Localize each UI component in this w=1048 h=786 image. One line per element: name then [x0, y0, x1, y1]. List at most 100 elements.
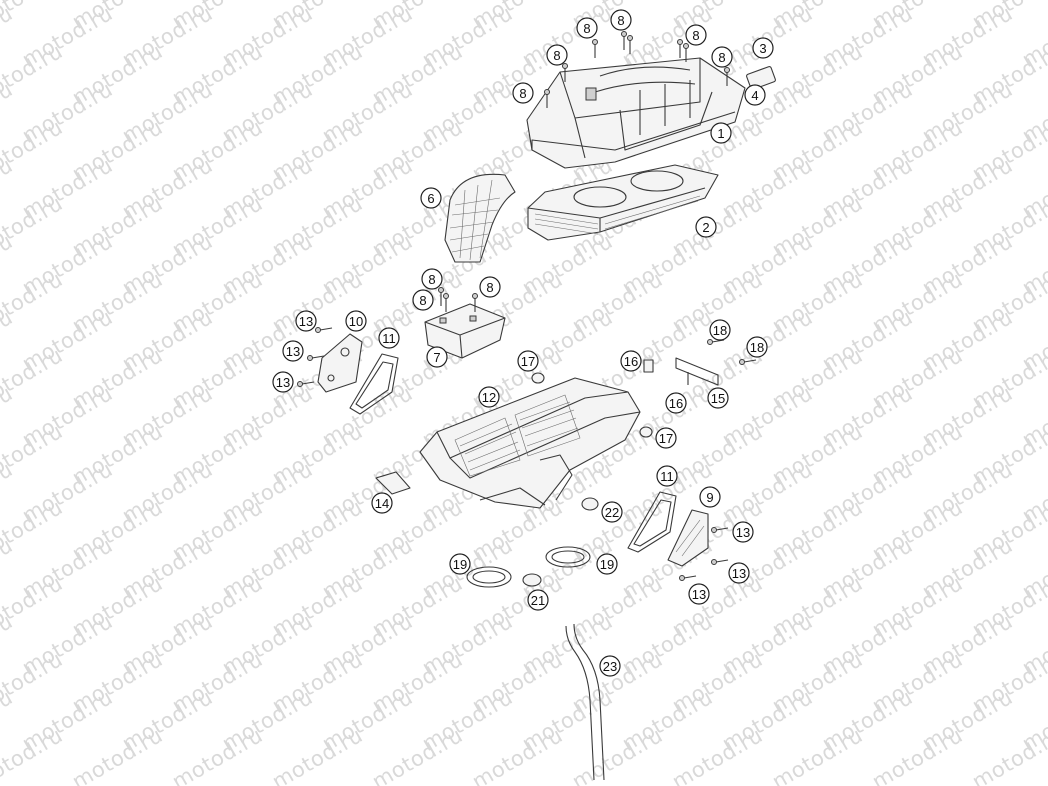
- gasket-plate-part-11b: [627, 491, 677, 553]
- callout-label: 22: [605, 505, 619, 520]
- callout-label: 4: [751, 88, 758, 103]
- callout-label: 16: [624, 354, 638, 369]
- callout-18: 18: [746, 336, 768, 358]
- callout-23: 23: [599, 655, 621, 677]
- callout-17: 17: [655, 427, 677, 449]
- callout-11: 11: [378, 327, 400, 349]
- callout-label: 23: [603, 659, 617, 674]
- callout-label: 18: [750, 340, 764, 355]
- callout-8: 8: [685, 24, 707, 46]
- callout-label: 16: [669, 396, 683, 411]
- callout-circle: [656, 465, 678, 487]
- clip-part-3: [746, 66, 776, 90]
- callout-circle: [282, 340, 304, 362]
- callout-circle: [478, 386, 500, 408]
- callout-circle: [596, 553, 618, 575]
- callout-circle: [685, 24, 707, 46]
- callout-label: 18: [713, 323, 727, 338]
- callout-label: 13: [732, 566, 746, 581]
- callout-circle: [710, 122, 732, 144]
- callout-circle: [699, 486, 721, 508]
- callout-circle: [272, 371, 294, 393]
- callout-17: 17: [517, 350, 539, 372]
- callout-circle: [610, 9, 632, 31]
- callout-circle: [688, 583, 710, 605]
- callout-circle: [655, 427, 677, 449]
- callout-13: 13: [728, 562, 750, 584]
- callout-label: 19: [600, 557, 614, 572]
- callout-label: 13: [692, 587, 706, 602]
- callout-label: 8: [519, 86, 526, 101]
- callout-circle: [665, 392, 687, 414]
- callout-4: 4: [744, 84, 766, 106]
- callout-circle: [512, 82, 534, 104]
- callout-label: 8: [553, 48, 560, 63]
- callout-circle: [371, 492, 393, 514]
- air-filter-part-2: [527, 164, 719, 241]
- callout-label: 2: [702, 220, 709, 235]
- callout-circle: [695, 216, 717, 238]
- callout-label: 1: [717, 126, 724, 141]
- seal-ring-part-19a: [466, 566, 512, 588]
- callout-circle: [620, 350, 642, 372]
- callout-label: 14: [375, 496, 389, 511]
- callout-18: 18: [709, 319, 731, 341]
- callout-8: 8: [711, 46, 733, 68]
- callout-label: 9: [706, 490, 713, 505]
- callout-22: 22: [601, 501, 623, 523]
- callout-label: 19: [453, 557, 467, 572]
- clip-part-14: [375, 471, 411, 495]
- callout-circle: [711, 46, 733, 68]
- callout-label: 8: [428, 272, 435, 287]
- callout-label: 11: [382, 331, 396, 346]
- callout-circle: [449, 553, 471, 575]
- callout-13: 13: [688, 583, 710, 605]
- callout-8: 8: [546, 44, 568, 66]
- callout-3: 3: [752, 37, 774, 59]
- callout-label: 11: [660, 469, 674, 484]
- airbox-lid-part-1: [526, 57, 746, 169]
- callout-12: 12: [478, 386, 500, 408]
- callout-circle: [744, 84, 766, 106]
- callout-label: 6: [427, 191, 434, 206]
- callout-label: 8: [419, 293, 426, 308]
- bracket-strip-part-15: [675, 357, 719, 386]
- callout-13: 13: [282, 340, 304, 362]
- airbox-housing-part-12: [419, 377, 641, 509]
- callout-16: 16: [620, 350, 642, 372]
- callout-label: 17: [659, 431, 673, 446]
- callout-label: 8: [486, 280, 493, 295]
- gasket-plate-part-11a: [349, 353, 399, 415]
- callout-circle: [295, 310, 317, 332]
- callout-circle: [421, 268, 443, 290]
- callout-label: 7: [433, 350, 440, 365]
- callout-19: 19: [449, 553, 471, 575]
- callout-circle: [426, 346, 448, 368]
- callout-16: 16: [665, 392, 687, 414]
- callout-label: 8: [718, 50, 725, 65]
- callout-8: 8: [512, 82, 534, 104]
- callout-label: 21: [531, 593, 545, 608]
- grommet-part-17a: [531, 372, 545, 384]
- callout-14: 14: [371, 492, 393, 514]
- plug-part-22: [581, 497, 599, 511]
- callout-11: 11: [656, 465, 678, 487]
- plug-part-16: [643, 359, 654, 373]
- callout-circle: [576, 17, 598, 39]
- callout-1: 1: [710, 122, 732, 144]
- grommet-part-17b: [639, 426, 653, 438]
- callout-circle: [378, 327, 400, 349]
- callout-circle: [345, 310, 367, 332]
- callout-circle: [732, 521, 754, 543]
- callout-label: 8: [583, 21, 590, 36]
- callout-circle: [479, 276, 501, 298]
- callout-6: 6: [420, 187, 442, 209]
- callout-8: 8: [479, 276, 501, 298]
- callout-8: 8: [610, 9, 632, 31]
- callout-15: 15: [707, 387, 729, 409]
- callout-9: 9: [699, 486, 721, 508]
- callout-8: 8: [421, 268, 443, 290]
- cap-part-21: [522, 573, 542, 587]
- callout-circle: [517, 350, 539, 372]
